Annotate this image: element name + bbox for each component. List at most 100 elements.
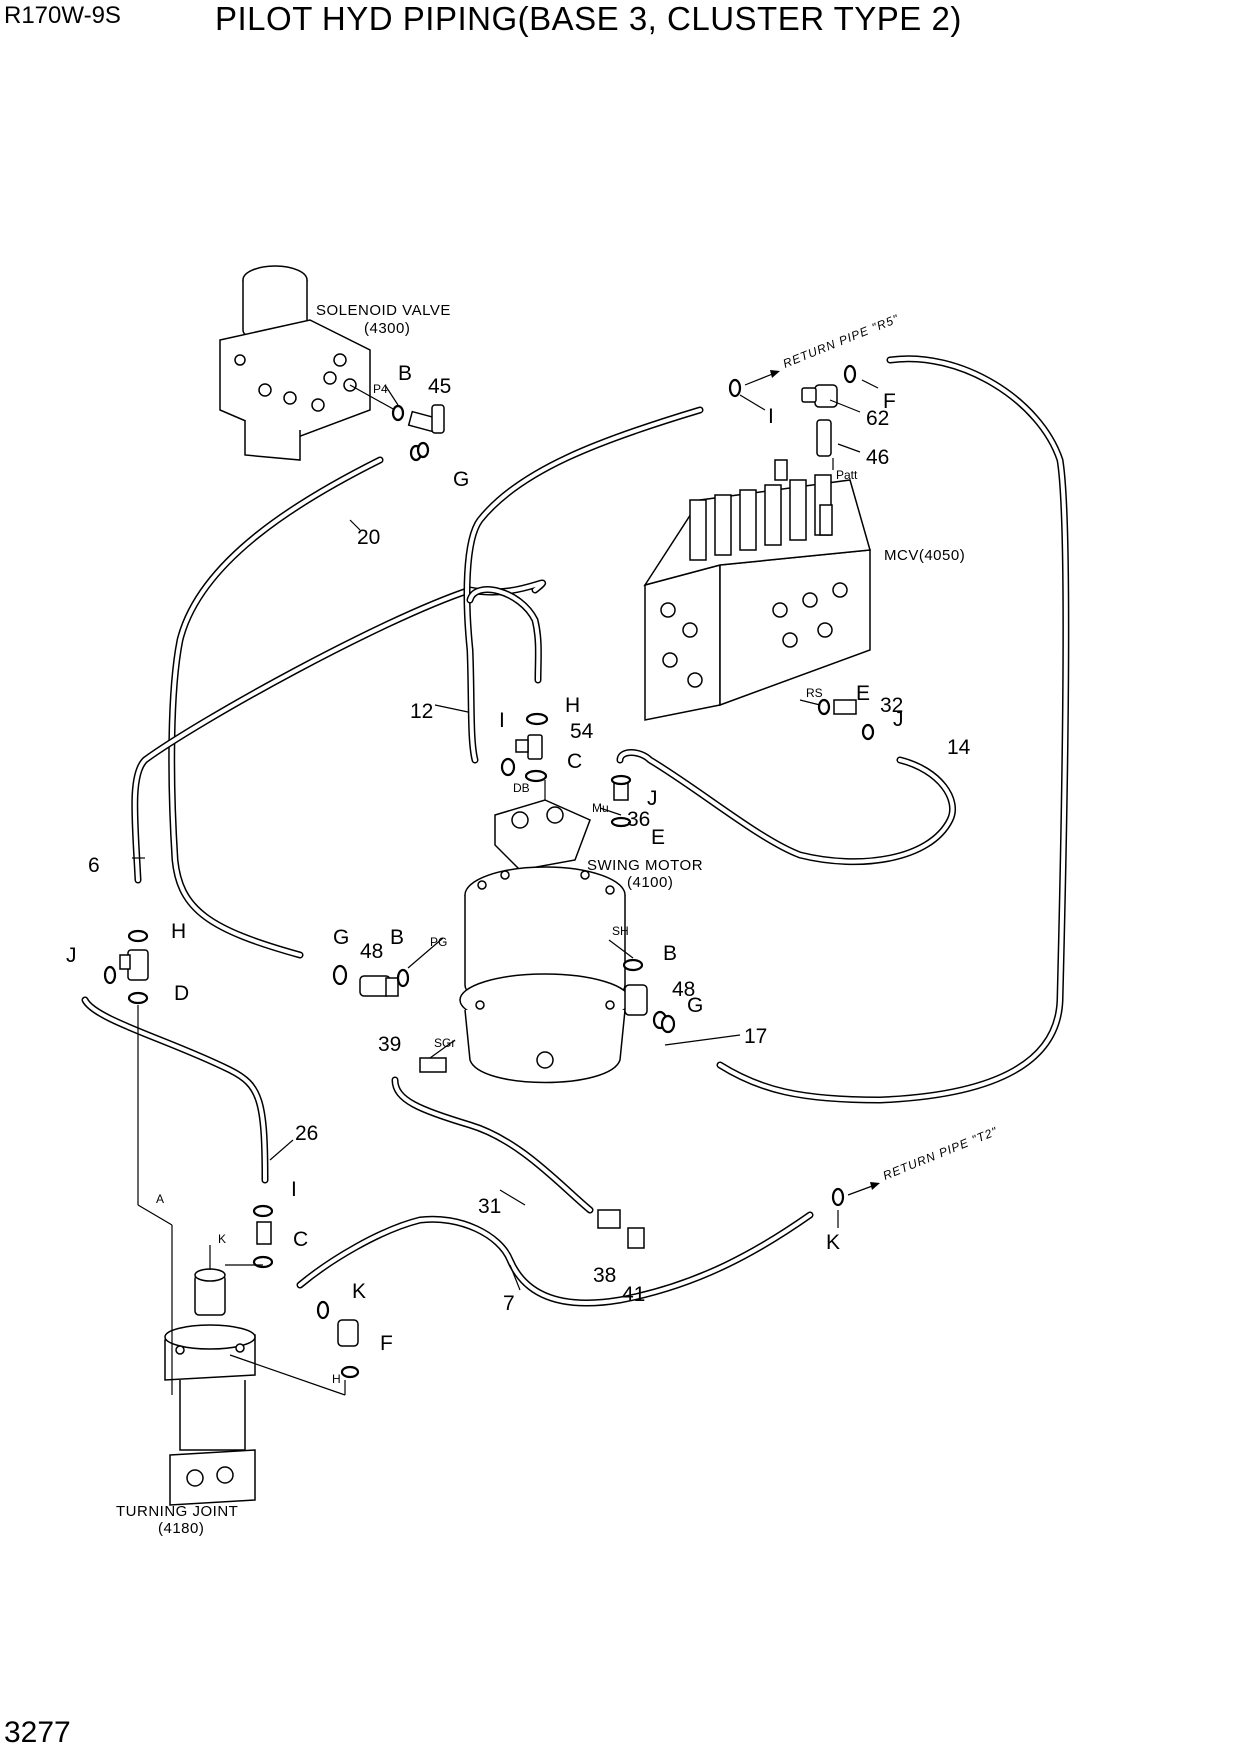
letter-i3: I xyxy=(291,1178,297,1201)
part-number-39: 39 xyxy=(378,1033,401,1056)
o-ring-e2 xyxy=(610,816,632,828)
o-ring-f1 xyxy=(843,364,857,384)
turning-joint-name: TURNING JOINT xyxy=(116,1503,238,1520)
letter-b1: B xyxy=(398,362,412,385)
port-db: DB xyxy=(513,781,530,795)
part-number-7: 7 xyxy=(503,1292,515,1315)
o-ring-b2 xyxy=(396,968,410,988)
mcv-block xyxy=(643,459,871,721)
fitting-54 xyxy=(515,734,543,760)
return-pipe-r5-label: RETURN PIPE "R5" xyxy=(781,311,901,370)
letter-g3: G xyxy=(687,994,703,1017)
letter-b3: B xyxy=(663,942,677,965)
part-number-46: 46 xyxy=(866,446,889,469)
part-number-12: 12 xyxy=(410,700,433,723)
elbow-fitting-f xyxy=(337,1319,359,1347)
port-pg: PG xyxy=(430,935,447,949)
letter-j2: J xyxy=(647,787,658,810)
o-ring-i1 xyxy=(728,378,742,398)
hose-6 xyxy=(131,579,546,884)
letter-e1: E xyxy=(856,682,870,705)
solenoid-valve-name: SOLENOID VALVE xyxy=(316,302,451,319)
part-number-14: 14 xyxy=(947,736,971,759)
letter-h2: H xyxy=(171,920,186,943)
o-ring-g3b xyxy=(660,1014,676,1034)
turning-joint-code: (4180) xyxy=(158,1520,204,1537)
part-number-36: 36 xyxy=(627,808,650,831)
o-ring-h2 xyxy=(127,929,149,943)
port-rs: RS xyxy=(806,686,823,700)
o-ring-i2 xyxy=(500,757,516,777)
solenoid-valve-code: (4300) xyxy=(364,320,410,337)
page-number: 3277 xyxy=(4,1716,71,1749)
letter-e2: E xyxy=(651,826,665,849)
hose-31 xyxy=(391,1076,594,1214)
part-number-48-left: 48 xyxy=(360,940,383,963)
letter-d1: D xyxy=(174,982,189,1005)
letter-c1: C xyxy=(567,750,582,773)
fitting-41 xyxy=(627,1227,645,1249)
solenoid-valve xyxy=(219,265,396,461)
o-ring-h1 xyxy=(525,712,549,726)
mcv-name: MCV(4050) xyxy=(884,547,965,564)
hose-14 xyxy=(616,749,956,866)
letter-g2: G xyxy=(333,926,349,949)
o-ring-b1 xyxy=(391,404,405,422)
letter-j3: J xyxy=(66,944,77,967)
o-ring-b3 xyxy=(622,958,644,972)
o-ring-c1 xyxy=(524,769,548,783)
fitting-48-left xyxy=(359,975,399,997)
fitting-32 xyxy=(833,699,857,715)
hose-r5-loop xyxy=(716,355,1070,1104)
o-ring-i3 xyxy=(252,1204,274,1218)
fitting-48-right xyxy=(624,984,648,1016)
return-pipe-t2-label: RETURN PIPE "T2" xyxy=(881,1124,1000,1183)
part-number-41: 41 xyxy=(622,1283,645,1306)
o-ring-e1 xyxy=(817,698,831,716)
swing-motor-name: SWING MOTOR xyxy=(587,857,703,874)
letter-k1: K xyxy=(352,1280,366,1303)
part-number-17: 17 xyxy=(744,1025,767,1048)
part-number-32: 32 xyxy=(880,694,903,717)
fitting-46 xyxy=(816,419,832,457)
port-mu: Mu xyxy=(592,801,609,815)
letter-i1: I xyxy=(768,405,774,428)
letter-i2: I xyxy=(499,709,505,732)
o-ring-g1b xyxy=(416,441,430,459)
leader-lines xyxy=(132,379,879,1396)
hose-26 xyxy=(81,996,269,1184)
hose-20 xyxy=(168,456,384,959)
letter-f2: F xyxy=(380,1332,393,1355)
fitting-c-left xyxy=(256,1221,272,1245)
letter-k2: K xyxy=(826,1231,840,1254)
part-number-48-right: 48 xyxy=(672,978,695,1001)
turning-joint xyxy=(164,1268,256,1506)
port-patt: Patt xyxy=(836,468,858,482)
o-ring-f2 xyxy=(340,1365,360,1379)
o-ring-g2 xyxy=(332,964,348,986)
o-ring-j3 xyxy=(103,965,117,985)
letter-c2: C xyxy=(293,1228,308,1251)
return-arrow-r5 xyxy=(744,372,776,386)
port-p4: P4 xyxy=(373,382,388,396)
return-arrow-r5-head xyxy=(770,370,780,378)
tee-fitting-left xyxy=(119,949,149,981)
o-ring-k2 xyxy=(831,1187,845,1207)
hose-7 xyxy=(296,1211,814,1307)
part-number-45: 45 xyxy=(428,375,451,398)
o-ring-j2 xyxy=(610,774,632,786)
letter-g1: G xyxy=(453,468,469,491)
port-sh: SH xyxy=(612,924,629,938)
port-k: K xyxy=(218,1232,226,1246)
model-code: R170W-9S xyxy=(4,2,121,29)
port-sgr: SGr xyxy=(434,1036,455,1050)
o-ring-d1 xyxy=(127,991,149,1005)
return-arrow-t2-head xyxy=(870,1182,880,1190)
part-number-54: 54 xyxy=(570,720,594,743)
port-a: A xyxy=(156,1192,164,1206)
swing-motor xyxy=(459,799,631,1084)
part-number-26: 26 xyxy=(295,1122,318,1145)
part-number-20: 20 xyxy=(357,526,380,549)
part-number-6: 6 xyxy=(88,854,100,877)
